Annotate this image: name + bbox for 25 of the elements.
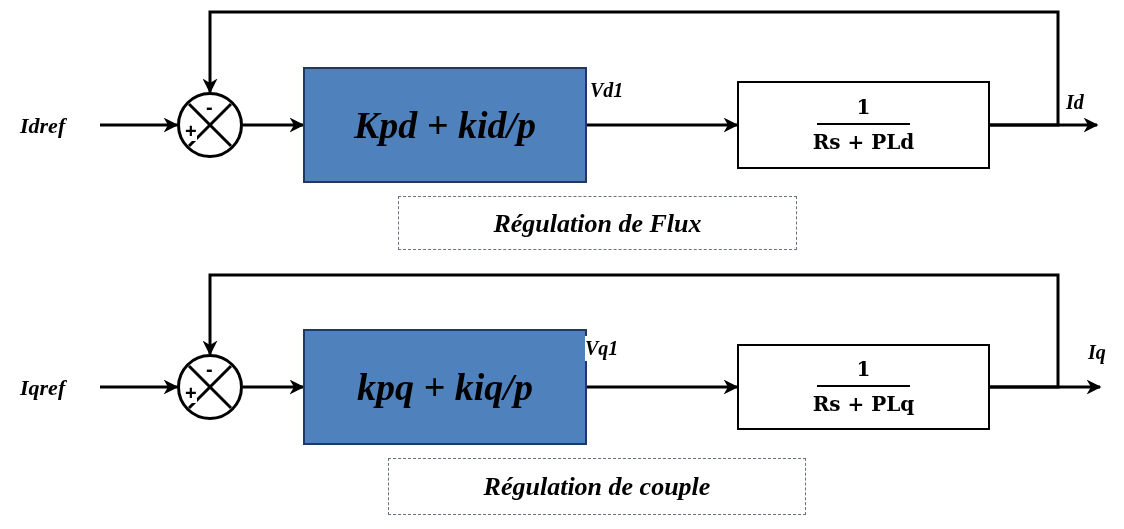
caption-box xyxy=(398,196,797,250)
signal-arrow xyxy=(587,379,739,395)
signal-arrow xyxy=(202,273,1060,389)
denominator: Rs + PLd xyxy=(812,129,915,156)
signal-label: Idref xyxy=(20,110,100,140)
signal-arrow xyxy=(100,379,179,395)
transfer-function: Kpd + kid/p xyxy=(353,102,537,148)
plant-block xyxy=(737,81,990,169)
signal-arrow xyxy=(100,117,179,133)
signal-label: Iqref xyxy=(20,372,100,402)
caption-box xyxy=(388,458,806,515)
caption-text: Régulation de Flux xyxy=(493,207,702,240)
edge-label: Vq1 xyxy=(585,336,619,361)
numerator: 1 xyxy=(816,91,911,125)
signal-arrow xyxy=(243,379,305,395)
numerator: 1 xyxy=(816,353,911,387)
plant-block xyxy=(737,344,990,430)
controller-block xyxy=(303,67,587,183)
signal-arrow xyxy=(587,117,739,133)
signal-arrow xyxy=(243,117,305,133)
transfer-function: kpq + kiq/p xyxy=(357,364,533,410)
denominator: Rs + PLq xyxy=(812,391,915,418)
signal-arrow xyxy=(202,10,1060,127)
controller-block xyxy=(303,329,587,445)
caption-text: Régulation de couple xyxy=(483,471,711,503)
